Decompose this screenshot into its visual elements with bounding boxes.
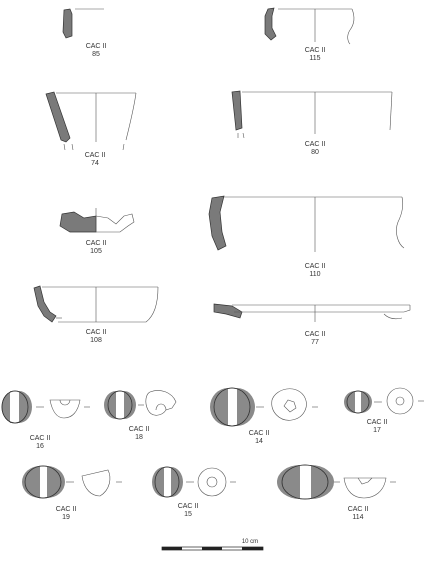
bead-15-drawing	[152, 466, 236, 498]
sherd-label-108: CAC II 108	[85, 329, 107, 344]
sherd-label-105: CAC II 105	[85, 240, 107, 255]
sherd-85-drawing	[62, 8, 104, 39]
bead-label-19: CAC II 19	[55, 506, 77, 521]
sherd-105-drawing	[59, 208, 135, 233]
sherd-label-110: CAC II 110	[304, 263, 326, 278]
sherd-108-drawing	[33, 285, 159, 323]
scale-bar	[161, 546, 264, 551]
bead-label-114: CAC II 114	[347, 506, 369, 521]
bead-label-18: CAC II 18	[128, 426, 150, 441]
bead-14-drawing	[210, 387, 318, 427]
sherd-74-drawing	[45, 91, 137, 151]
bead-label-17: CAC II 17	[366, 419, 388, 434]
sherd-80-drawing	[231, 90, 393, 139]
bead-label-14: CAC II 14	[248, 430, 270, 445]
sherd-label-85: CAC II 85	[85, 43, 107, 58]
bead-18-drawing	[104, 390, 177, 420]
bead-16-drawing	[1, 390, 90, 424]
bead-114-drawing	[277, 464, 396, 500]
bead-17-drawing	[344, 387, 424, 415]
scale-bar-label: 10 cm	[241, 539, 259, 545]
sherd-77-drawing	[213, 303, 411, 322]
sherd-110-drawing	[208, 195, 405, 252]
sherd-label-80: CAC II 80	[304, 141, 326, 156]
bead-19-drawing	[22, 465, 122, 499]
sherd-label-74: CAC II 74	[84, 152, 106, 167]
sherd-115-drawing	[264, 7, 355, 45]
bead-label-15: CAC II 15	[177, 503, 199, 518]
sherd-label-115: CAC II 115	[304, 47, 326, 62]
sherd-label-77: CAC II 77	[304, 331, 326, 346]
bead-label-16: CAC II 16	[29, 435, 51, 450]
